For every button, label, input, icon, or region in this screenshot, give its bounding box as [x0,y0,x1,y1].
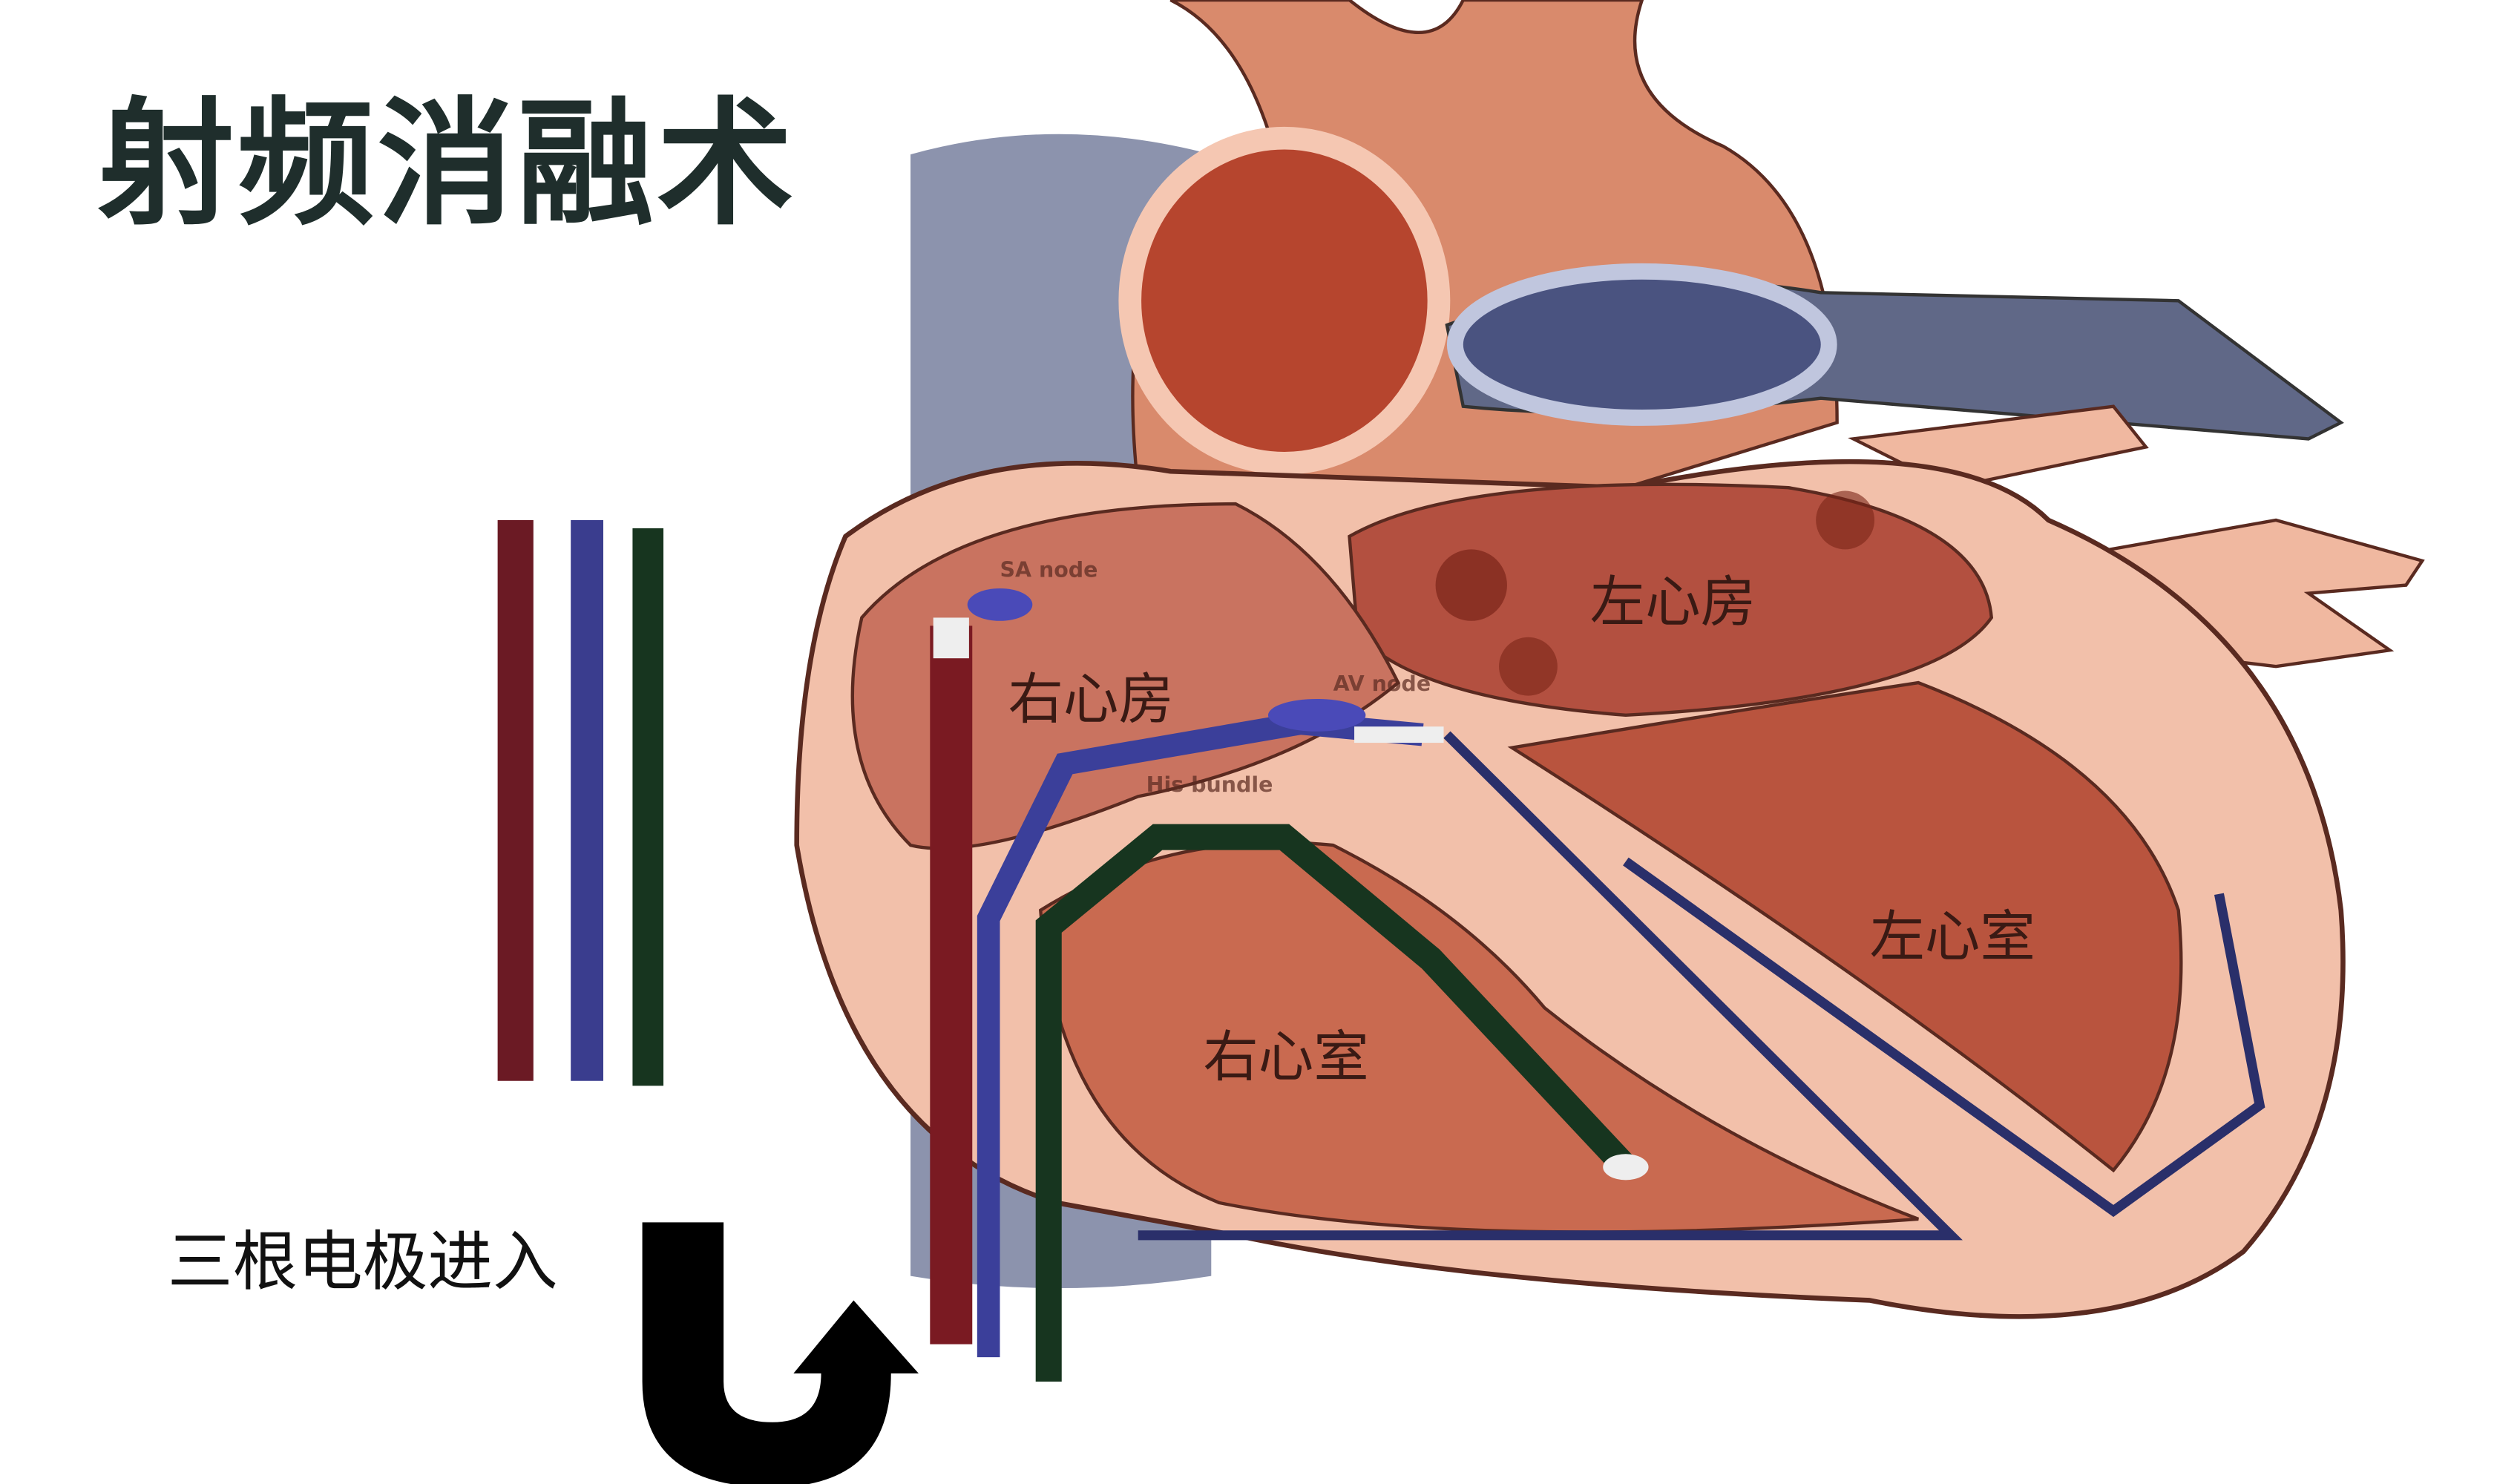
atrial-spot [1816,490,1875,550]
label-his-bundle: His bundle [1146,772,1273,797]
label-left-atrium: 左心房 [1590,570,1756,634]
aorta-opening [1118,126,1451,475]
label-right-ventricle: 右心室 [1203,1025,1368,1089]
left-ventricle [1507,680,2183,1173]
diagram-title: 射频消融术 [98,84,797,244]
electrode-red-tip [933,617,969,659]
label-av-node: AV node [1333,672,1431,696]
sa-node-marker [967,588,1033,621]
pulmonary-opening [1446,263,1837,426]
atrial-spot [1435,549,1507,621]
conduction-pathway [1138,731,2265,1241]
legend-bar-red [497,519,534,1081]
electrode-caption: 三根电极进入 [168,1224,558,1300]
right-ventricle [1038,841,1919,1234]
atrial-spot [1499,637,1558,696]
legend-bar-blue [571,519,604,1081]
u-turn-arrow-icon [642,1222,919,1484]
electrode-green-tip [1603,1154,1649,1181]
av-node-marker [1267,698,1366,732]
label-sa-node: SA node [1000,558,1098,582]
electrode-blue-tip [1354,726,1444,743]
electrode-green [1035,824,1635,1382]
electrode-red [930,626,973,1345]
legend-bar-green [632,528,664,1086]
label-right-atrium: 右心房 [1008,667,1173,732]
label-left-ventricle: 左心室 [1869,904,2035,969]
